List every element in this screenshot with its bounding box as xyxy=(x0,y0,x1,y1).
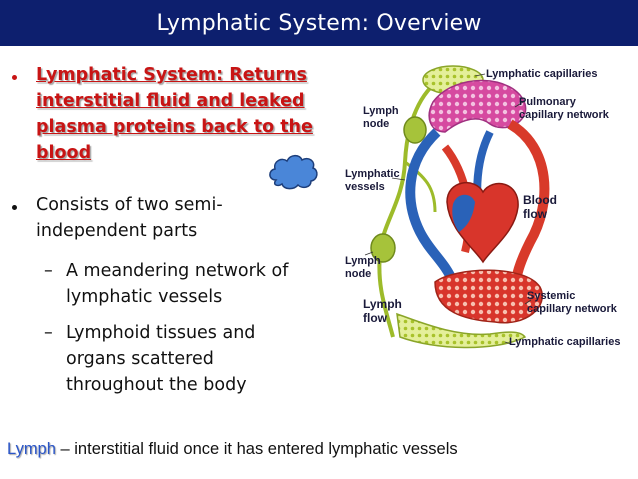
cloud-shape-icon xyxy=(269,154,318,190)
sub-bullet-2: Lymphoid tissues and organs scattered th… xyxy=(66,320,255,398)
sub-bullet-2-line-1: Lymphoid tissues and xyxy=(66,323,256,343)
label-systemic-2: capillary network xyxy=(527,303,618,315)
bullet-1-line-2[interactable]: interstitial fluid and leaked xyxy=(36,91,305,111)
lymph-node-top xyxy=(403,116,427,144)
title-bar: Lymphatic System: Overview xyxy=(0,0,638,46)
bullet-2-line-1: Consists of two semi- xyxy=(36,195,223,215)
dash-icon: – xyxy=(44,261,53,281)
bullet-2: Consists of two semi- independent parts xyxy=(36,192,223,244)
bullet-dot-icon xyxy=(12,205,17,210)
label-lymph-flow-2: flow xyxy=(363,311,388,325)
bullet-1: Lymphatic System: Returns interstitial f… xyxy=(36,62,313,166)
label-lymph-flow-1: Lymph xyxy=(363,297,402,311)
pulmonary-capillary-network xyxy=(428,79,527,133)
bullet-2-line-2: independent parts xyxy=(36,221,198,241)
bullet-1-line-1[interactable]: Lymphatic System: Returns xyxy=(36,65,307,85)
footer-definition-text: – interstitial fluid once it has entered… xyxy=(55,440,458,458)
slide-title: Lymphatic System: Overview xyxy=(156,10,482,36)
bullet-dot-icon xyxy=(12,75,17,80)
blue-vessel xyxy=(405,128,458,285)
label-systemic-1: Systemic xyxy=(527,290,575,302)
label-lymphatic-capillaries-top: Lymphatic capillaries xyxy=(486,68,597,80)
bullet-1-line-3[interactable]: plasma proteins back to the xyxy=(36,117,313,137)
label-lymph-node-top-2: node xyxy=(363,118,389,130)
label-lymphatic-vessels-1: Lymphatic xyxy=(345,168,400,180)
sub-bullet-1: A meandering network of lymphatic vessel… xyxy=(66,258,288,310)
footer-definition: Lymph – interstitial fluid once it has e… xyxy=(7,440,458,459)
lymphatic-capillaries-bottom xyxy=(396,312,527,349)
sub-bullet-2-line-2: organs scattered xyxy=(66,349,214,369)
systemic-capillary-network xyxy=(434,269,543,324)
bullet-1-line-4[interactable]: blood xyxy=(36,143,92,163)
dash-icon: – xyxy=(44,323,53,343)
label-lymphatic-capillaries-bottom: Lymphatic capillaries xyxy=(509,336,620,348)
footer-term[interactable]: Lymph xyxy=(7,440,56,458)
label-lymph-node-bottom-2: node xyxy=(345,268,371,280)
label-pulmonary-1: Pulmonary xyxy=(519,96,577,108)
label-lymph-node-top-1: Lymph xyxy=(363,105,399,117)
label-lymphatic-vessels-2: vessels xyxy=(345,181,385,193)
lymphatic-circulation-diagram: Lymphatic capillaries Pulmonary capillar… xyxy=(345,65,620,349)
label-blood-flow-1: Blood xyxy=(523,193,557,207)
sub-bullet-1-line-1: A meandering network of xyxy=(66,261,289,281)
lymphatic-vessel-trunk xyxy=(377,75,445,338)
label-blood-flow-2: flow xyxy=(523,207,548,221)
label-pulmonary-2: capillary network xyxy=(519,109,610,121)
sub-bullet-1-line-2: lymphatic vessels xyxy=(66,287,223,307)
label-lymph-node-bottom-1: Lymph xyxy=(345,255,381,267)
sub-bullet-2-line-3: throughout the body xyxy=(66,375,247,395)
lymph-node-bottom xyxy=(370,233,396,263)
